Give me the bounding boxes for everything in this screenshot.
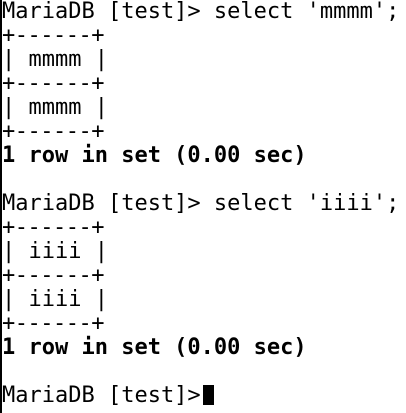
current-prompt-line[interactable]: MariaDB [test]> (2, 384, 406, 408)
table-header-2: | iiii | (2, 239, 108, 264)
table-row-1: | mmmm | (2, 95, 108, 120)
table-border-bottom-1: +------+ (2, 119, 104, 144)
query-line-1: MariaDB [test]> select 'mmmm'; (2, 0, 406, 24)
result-status-2: 1 row in set (0.00 sec) (2, 335, 307, 360)
blank-line (2, 168, 406, 192)
prompt-text: MariaDB [test]> (2, 383, 201, 408)
query-line-2: MariaDB [test]> select 'iiii'; (2, 192, 406, 216)
table-border-top-2: +------+ (2, 215, 104, 240)
table-border-mid-2: +------+ (2, 263, 104, 288)
table-border-mid-1: +------+ (2, 71, 104, 96)
table-border-top-1: +------+ (2, 23, 104, 48)
window-left-border (0, 0, 2, 413)
table-header-1: | mmmm | (2, 47, 108, 72)
text-cursor (202, 385, 214, 405)
blank-line (2, 360, 406, 384)
prompt-text: MariaDB [test]> (2, 191, 201, 216)
table-border-bottom-2: +------+ (2, 311, 104, 336)
command-text: select 'mmmm'; (200, 0, 400, 24)
result-status-1: 1 row in set (0.00 sec) (2, 143, 307, 168)
command-text: select 'iiii'; (200, 191, 400, 216)
table-row-2: | iiii | (2, 287, 108, 312)
prompt-text: MariaDB [test]> (2, 0, 201, 24)
